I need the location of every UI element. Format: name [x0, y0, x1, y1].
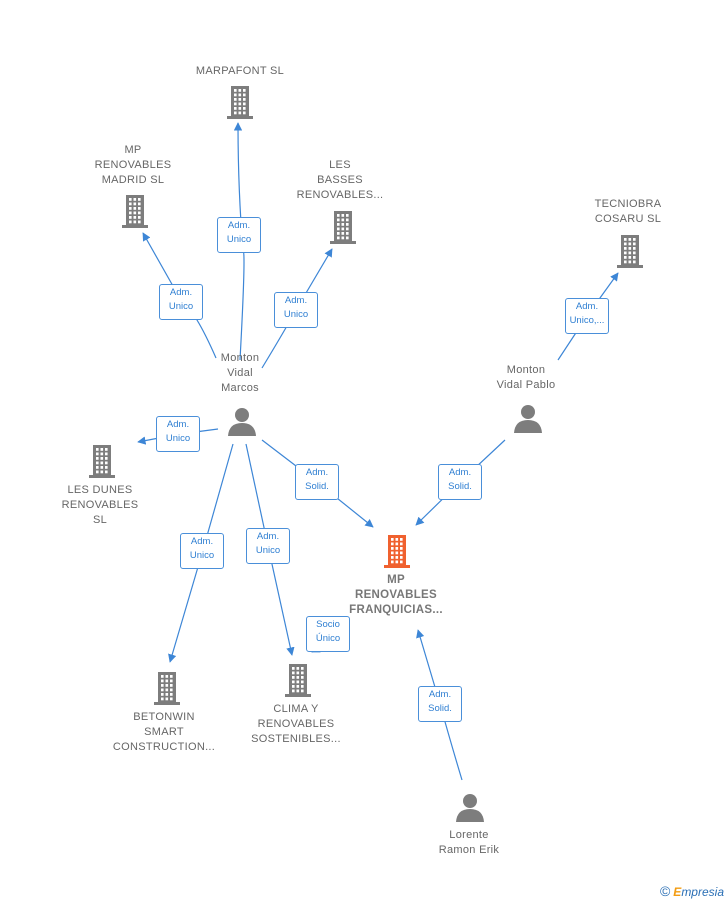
brand-name: mpresia — [681, 885, 724, 899]
node-label-marpafont[interactable]: MARPAFONT SL — [195, 64, 285, 77]
node-label-monton-pablo[interactable]: Monton Vidal Pablo — [496, 364, 556, 391]
node-label-les-basses[interactable]: LES BASSES RENOVABLES... — [296, 158, 384, 201]
building-icon[interactable] — [87, 443, 117, 484]
edge-label[interactable]: Adm. Unico — [156, 416, 200, 452]
building-icon[interactable] — [382, 533, 412, 574]
edge-label[interactable]: Socio Único — [306, 616, 350, 652]
building-icon[interactable] — [615, 233, 645, 274]
node-label-tecniobra[interactable]: TECNIOBRA COSARU SL — [594, 198, 662, 225]
empresia-logo: ©Empresia — [660, 883, 724, 899]
edge-label[interactable]: Adm. Unico — [246, 528, 290, 564]
building-icon[interactable] — [120, 193, 150, 234]
edge-label[interactable]: Adm. Unico — [217, 217, 261, 253]
node-label-betonwin[interactable]: BETONWIN SMART CONSTRUCTION... — [112, 710, 216, 753]
person-icon[interactable] — [513, 403, 543, 438]
person-icon[interactable] — [227, 406, 257, 441]
building-icon[interactable] — [225, 84, 255, 125]
edge-label[interactable]: Adm. Solid. — [418, 686, 462, 722]
node-label-monton-marcos[interactable]: Monton Vidal Marcos — [220, 351, 260, 394]
edge-label[interactable]: Adm. Unico — [274, 292, 318, 328]
building-icon[interactable] — [283, 662, 313, 703]
edge-label[interactable]: Adm. Solid. — [438, 464, 482, 500]
node-label-les-dunes[interactable]: LES DUNES RENOVABLES SL — [61, 483, 139, 526]
building-icon[interactable] — [152, 670, 182, 711]
person-icon[interactable] — [455, 792, 485, 827]
edge-label[interactable]: Adm. Unico — [159, 284, 203, 320]
node-label-clima[interactable]: CLIMA Y RENOVABLES SOSTENIBLES... — [251, 702, 341, 745]
edge-label[interactable]: Adm. Solid. — [295, 464, 339, 500]
node-label-mp-madrid[interactable]: MP RENOVABLES MADRID SL — [94, 143, 172, 186]
edge-label[interactable]: Adm. Unico,... — [565, 298, 609, 334]
building-icon[interactable] — [328, 209, 358, 250]
copyright-icon: © — [659, 883, 671, 899]
brand-initial: E — [673, 885, 682, 899]
node-label-mp-franquicias[interactable]: MP RENOVABLES FRANQUICIAS... — [349, 573, 443, 616]
node-label-lorente[interactable]: Lorente Ramon Erik — [438, 829, 500, 856]
edge-label[interactable]: Adm. Unico — [180, 533, 224, 569]
